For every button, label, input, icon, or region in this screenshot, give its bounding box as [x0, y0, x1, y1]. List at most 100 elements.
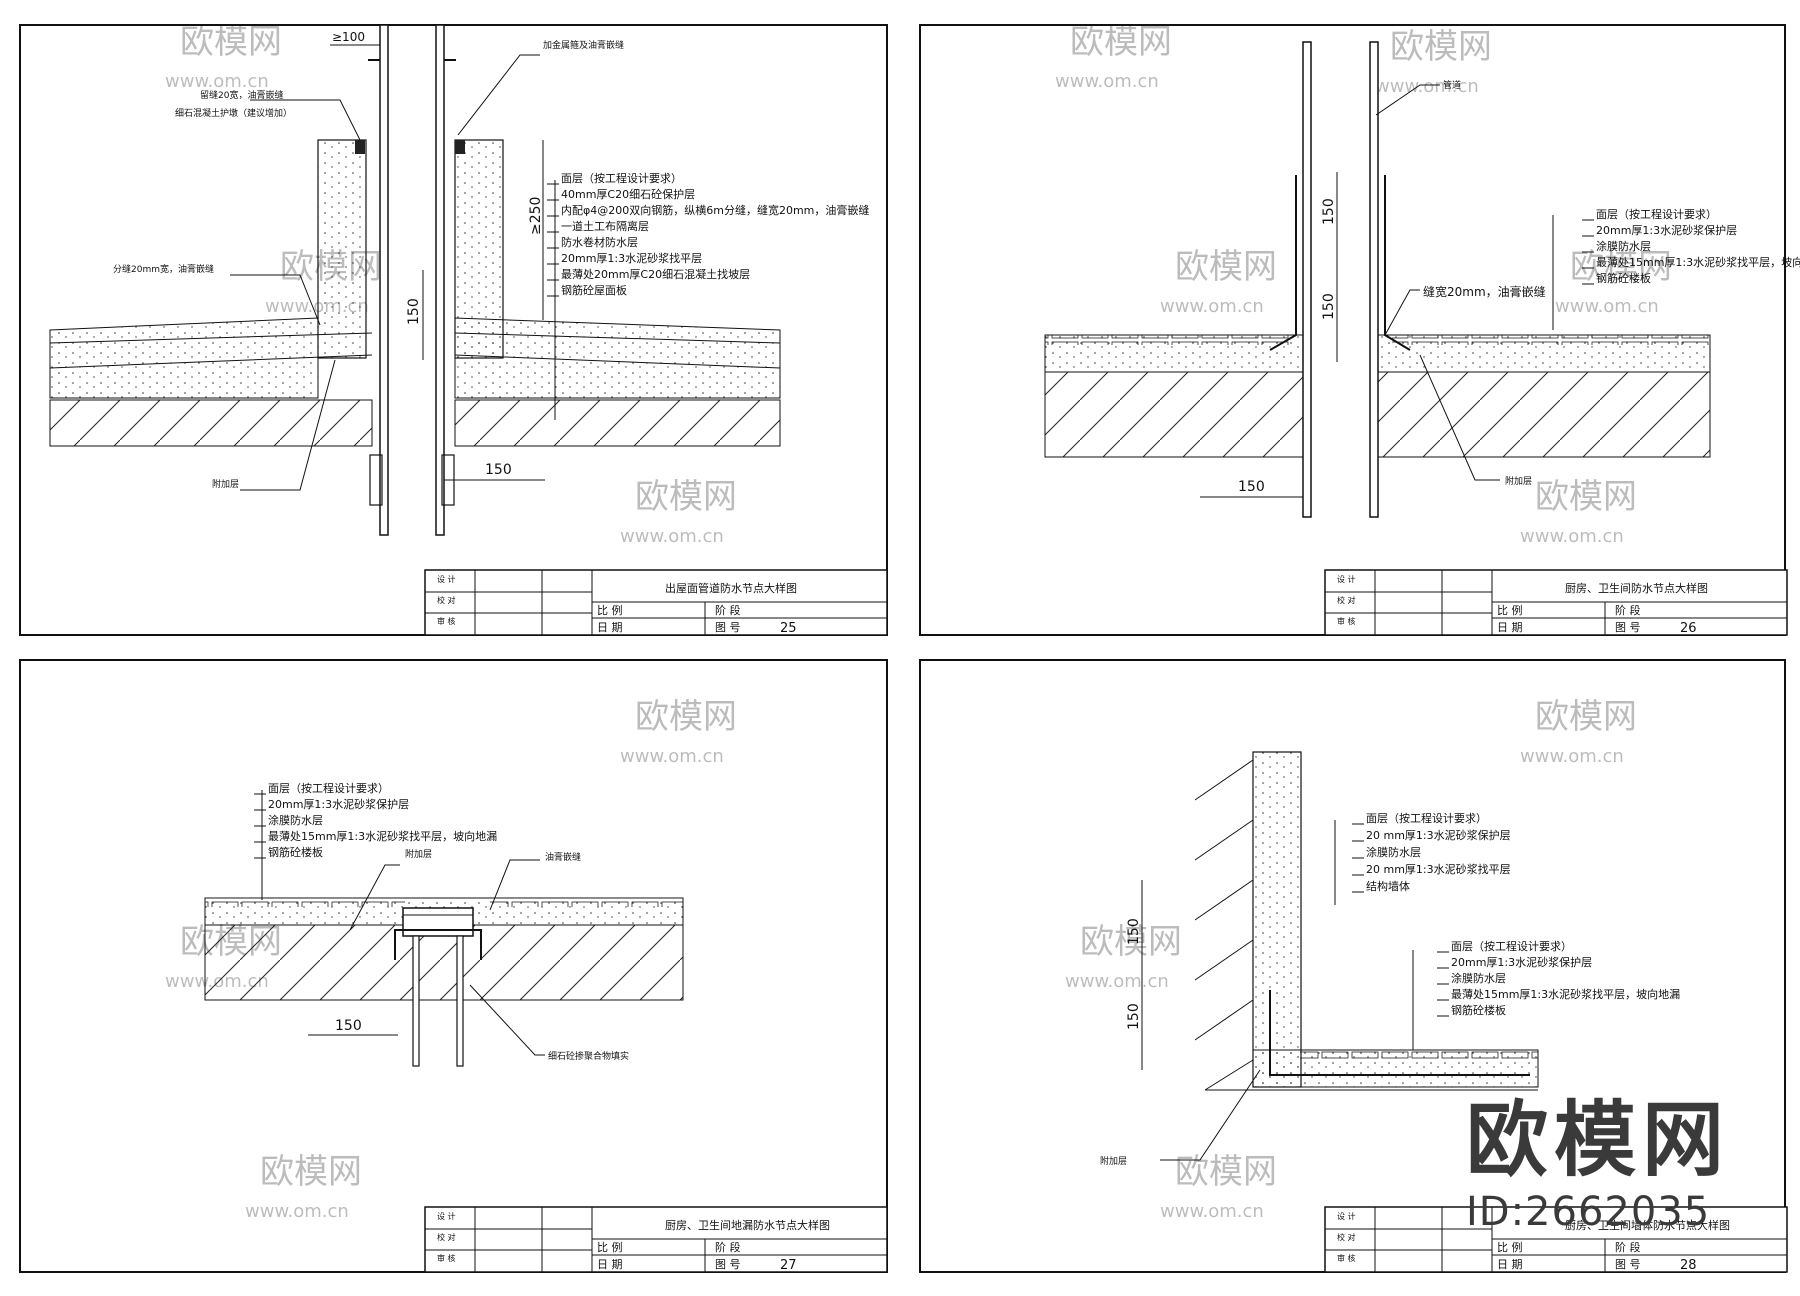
brand-id: ID:2662035 — [1465, 1189, 1711, 1235]
tb-title: 厨房、卫生间地漏防水节点大样图 — [665, 1218, 830, 1232]
p26-seal-note: 缝宽20mm，油膏嵌缝 — [1423, 284, 1546, 299]
p25-dim-150-h: 150 — [485, 462, 512, 478]
tb-label-r3: 审 核 — [437, 1253, 456, 1263]
watermark-site: www.om.cn — [620, 746, 724, 767]
p25-top-dim: ≥100 — [332, 30, 365, 44]
watermark-site: www.om.cn — [1520, 746, 1624, 767]
p27-add-layer: 附加层 — [405, 848, 432, 860]
p28-floor-layer-3: 最薄处15mm厚1:3水泥砂浆找平层，坡向地漏 — [1451, 987, 1680, 1001]
tb-stage: 阶 段 — [1615, 1240, 1641, 1254]
watermark-brand: 欧模网 — [1390, 27, 1492, 67]
tb-date: 日 期 — [597, 621, 623, 634]
p28-wall-layer-2: 涂膜防水层 — [1366, 845, 1421, 859]
tb-date: 日 期 — [1497, 1258, 1523, 1271]
tb-scale: 比 例 — [597, 1240, 623, 1254]
tb-scale: 比 例 — [1497, 1240, 1523, 1254]
watermark-site: www.om.cn — [165, 71, 269, 92]
panel-26: 管道 缝宽20mm，油膏嵌缝 附加层 150 150 150 面层（按工程设计要… — [919, 24, 1800, 636]
watermark-brand: 欧模网 — [260, 1152, 362, 1192]
tb-date: 日 期 — [597, 1258, 623, 1271]
p26-layer-2: 涂膜防水层 — [1596, 239, 1651, 253]
watermark-brand: 欧模网 — [1535, 477, 1637, 517]
tb-label-r3: 审 核 — [1337, 1253, 1356, 1263]
p26-dim-150-h: 150 — [1238, 479, 1265, 495]
watermark-brand: 欧模网 — [1175, 1152, 1277, 1192]
watermark-brand: 欧模网 — [1070, 22, 1172, 62]
watermark-brand: 欧模网 — [635, 477, 737, 517]
p27-dim-150: 150 — [335, 1018, 362, 1034]
p25-layer-1: 40mm厚C20细石砼保护层 — [561, 187, 695, 201]
p25-layer-5: 20mm厚1:3水泥砂浆找平层 — [561, 251, 702, 265]
panel-28: 附加层 150 150 面层（按工程设计要求）20 mm厚1:3水泥砂浆保护层涂… — [919, 659, 1786, 1273]
tb-label-r2: 校 对 — [437, 1232, 456, 1242]
p25-layer-3: 一道土工布隔离层 — [561, 219, 649, 233]
p25-layer-6: 最薄处20mm厚C20细石混凝土找坡层 — [561, 267, 750, 281]
watermark-layer: 欧模网 www.om.cn 欧模网 www.om.cn 欧模网 www.om.cn 欧模网 w… — [165, 22, 1672, 1222]
p25-layer-callouts: 面层（按工程设计要求）40mm厚C20细石砼保护层内配φ4@200双向钢筋，纵横… — [547, 171, 869, 297]
p25-left-note-3: 分缝20mm宽，油膏嵌缝 — [113, 263, 214, 275]
tb-label-r1: 设 计 — [1337, 574, 1356, 584]
watermark-brand: 欧模网 — [1080, 922, 1182, 962]
p26-layer-3: 最薄处15mm厚1:3水泥砂浆找平层，坡向地漏 — [1596, 255, 1800, 269]
p25-dim-250: ≥250 — [528, 197, 544, 235]
p28-wall-layer-4: 结构墙体 — [1366, 879, 1410, 893]
tb-label-r2: 校 对 — [437, 595, 456, 605]
p28-floor-layer-callouts: 面层（按工程设计要求）20mm厚1:3水泥砂浆保护层涂膜防水层最薄处15mm厚1… — [1437, 939, 1680, 1017]
tb-label-r3: 审 核 — [437, 616, 456, 626]
tb-title: 厨房、卫生间防水节点大样图 — [1565, 581, 1708, 595]
watermark-site: www.om.cn — [1160, 296, 1264, 317]
watermark-site: www.om.cn — [1065, 971, 1169, 992]
p28-floor-layer-4: 钢筋砼楼板 — [1451, 1003, 1506, 1017]
p25-layer-4: 防水卷材防水层 — [561, 235, 638, 249]
watermark-site: www.om.cn — [1160, 1201, 1264, 1222]
tb-number: 28 — [1680, 1258, 1697, 1273]
p25-left-note-2: 细石混凝土护墩（建议增加） — [175, 107, 292, 119]
p27-fill-note: 细石砼掺聚合物填实 — [548, 1050, 629, 1062]
p25-top-right-note: 加金属箍及油膏嵌缝 — [543, 39, 624, 51]
p28-add-layer: 附加层 — [1100, 1155, 1127, 1167]
p25-left-note-1: 留缝20宽，油膏嵌缝 — [200, 89, 283, 101]
tb-date: 日 期 — [1497, 621, 1523, 634]
p28-floor-layer-0: 面层（按工程设计要求） — [1451, 939, 1572, 953]
p28-wall-layer-0: 面层（按工程设计要求） — [1366, 811, 1487, 825]
brand-badge: 欧模网 ID:2662035 — [1466, 1100, 1730, 1236]
p27-layer-callouts: 面层（按工程设计要求）20mm厚1:3水泥砂浆保护层涂膜防水层最薄处15mm厚1… — [254, 781, 497, 859]
tb-number-label: 图 号 — [1615, 1258, 1641, 1271]
tb-label-r2: 校 对 — [1337, 1232, 1356, 1242]
p26-pipe-label: 管道 — [1443, 79, 1461, 91]
p26-dim-150-b: 150 — [1321, 293, 1337, 320]
tb-label-r3: 审 核 — [1337, 616, 1356, 626]
tb-label-r2: 校 对 — [1337, 595, 1356, 605]
p28-floor-layer-1: 20mm厚1:3水泥砂浆保护层 — [1451, 955, 1592, 969]
tb-number-label: 图 号 — [715, 1258, 741, 1271]
watermark-site: www.om.cn — [620, 526, 724, 547]
watermark-site: www.om.cn — [1375, 76, 1479, 97]
p25-layer-2: 内配φ4@200双向钢筋，纵横6m分缝，缝宽20mm，油膏嵌缝 — [561, 203, 869, 217]
panel-25: ≥100 加金属箍及油膏嵌缝 留缝20宽，油膏嵌缝 细石混凝土护墩（建议增加） … — [19, 24, 888, 636]
p27-layer-3: 最薄处15mm厚1:3水泥砂浆找平层，坡向地漏 — [268, 829, 497, 843]
p28-dim-150-b: 150 — [1126, 1003, 1142, 1030]
p27-layer-1: 20mm厚1:3水泥砂浆保护层 — [268, 797, 409, 811]
p26-layer-4: 钢筋砼楼板 — [1596, 271, 1651, 285]
tb-number: 25 — [780, 621, 797, 636]
watermark-brand: 欧模网 — [1570, 247, 1672, 287]
tb-label-r1: 设 计 — [437, 1211, 456, 1221]
brand-name: 欧模网 — [1465, 1093, 1730, 1188]
tb-stage: 阶 段 — [715, 603, 741, 617]
panel-27: 附加层 油膏嵌缝 细石砼掺聚合物填实 150 面层（按工程设计要求）20mm厚1… — [19, 659, 888, 1273]
p28-wall-layer-3: 20 mm厚1:3水泥砂浆找平层 — [1366, 862, 1511, 876]
watermark-brand: 欧模网 — [1535, 697, 1637, 737]
watermark-brand: 欧模网 — [180, 22, 282, 62]
p25-layer-7: 钢筋砼屋面板 — [561, 283, 627, 297]
p26-layer-1: 20mm厚1:3水泥砂浆保护层 — [1596, 223, 1737, 237]
tb-label-r1: 设 计 — [1337, 1211, 1356, 1221]
p26-layer-0: 面层（按工程设计要求） — [1596, 207, 1717, 221]
watermark-site: www.om.cn — [1555, 296, 1659, 317]
